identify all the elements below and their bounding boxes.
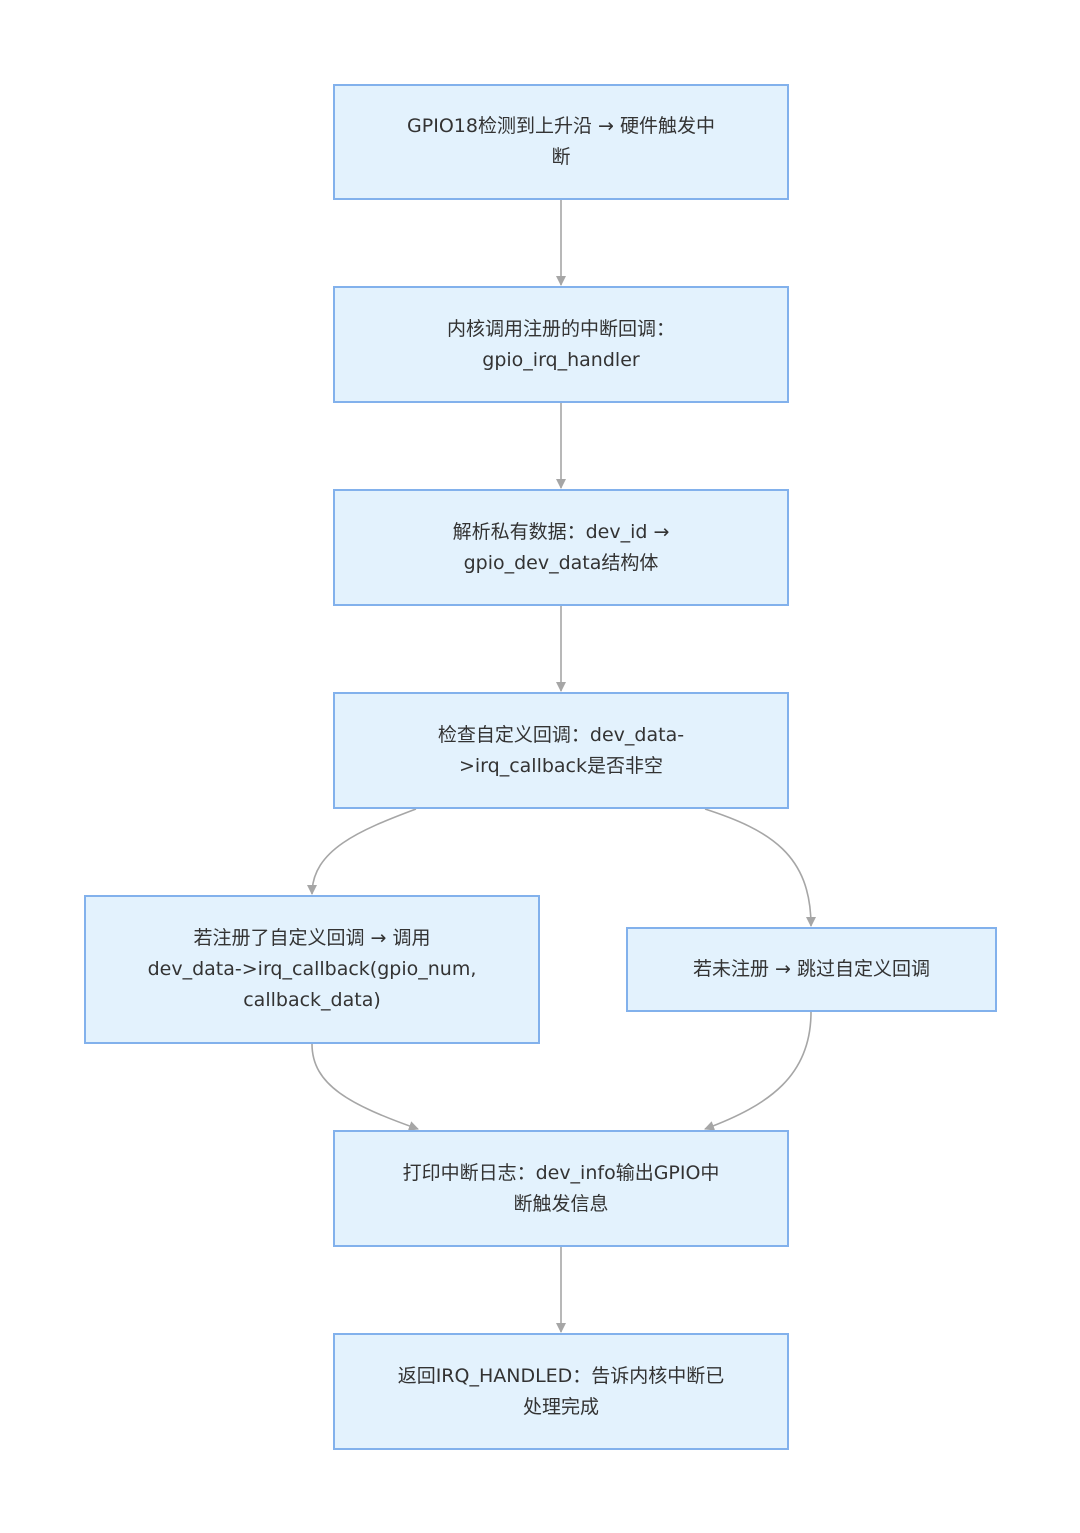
node-label: 返回IRQ_HANDLED：告诉内核中断已 处理完成 [397,1364,725,1418]
edge-n6-n7 [704,1011,812,1131]
node-parse-private-data: 解析私有数据：dev_id → gpio_dev_data结构体 [333,489,789,606]
node-label: 若注册了自定义回调 → 调用 dev_data->irq_callback(gp… [147,927,477,1011]
node-label: 内核调用注册的中断回调： gpio_irq_handler [446,317,675,371]
edge-n5-n7 [311,1043,419,1131]
edge-n4-n5 [307,808,417,895]
node-label: 检查自定义回调：dev_data- >irq_callback是否非空 [437,723,685,777]
node-label: 若未注册 → 跳过自定义回调 [693,958,930,980]
node-skip-callback: 若未注册 → 跳过自定义回调 [626,927,997,1012]
node-label: 打印中断日志：dev_info输出GPIO中 断触发信息 [402,1161,720,1215]
node-kernel-call-handler: 内核调用注册的中断回调： gpio_irq_handler [333,286,789,403]
edge-n4-n6 [704,808,816,927]
node-return-irq-handled: 返回IRQ_HANDLED：告诉内核中断已 处理完成 [333,1333,789,1450]
node-call-custom-callback: 若注册了自定义回调 → 调用 dev_data->irq_callback(gp… [84,895,540,1044]
node-print-log: 打印中断日志：dev_info输出GPIO中 断触发信息 [333,1130,789,1247]
node-check-callback: 检查自定义回调：dev_data- >irq_callback是否非空 [333,692,789,809]
node-gpio-rising-edge: GPIO18检测到上升沿 → 硬件触发中 断 [333,84,789,200]
node-label: 解析私有数据：dev_id → gpio_dev_data结构体 [452,520,670,574]
node-label: GPIO18检测到上升沿 → 硬件触发中 断 [407,115,715,168]
